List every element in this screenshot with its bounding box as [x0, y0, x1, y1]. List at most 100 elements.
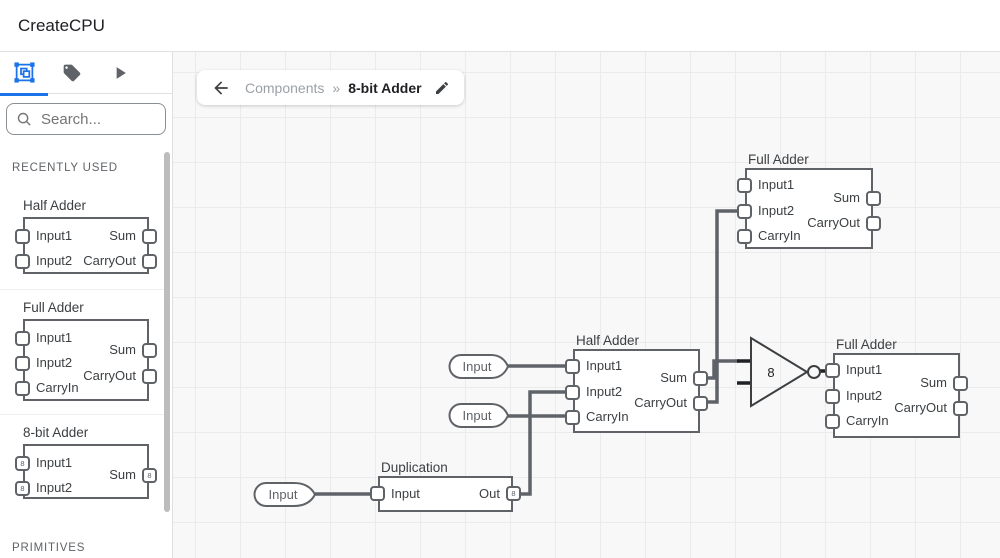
port-sum: 8 — [142, 468, 157, 483]
divider — [0, 414, 164, 415]
input-pills: Input Input Input — [253, 354, 510, 507]
input-pill-3[interactable] — [253, 482, 317, 507]
port-out[interactable]: 8 — [506, 486, 521, 501]
gate-output-bubble[interactable] — [807, 365, 821, 379]
input-pill-3-label: Input — [269, 487, 298, 502]
sidebar: RECENTLY USED Half Adder Input1 Input2 S… — [0, 52, 173, 558]
port-sum[interactable] — [866, 191, 881, 206]
top-bar: CreateCPU — [0, 0, 1000, 52]
port-carryout[interactable] — [953, 401, 968, 416]
wire-carryout-to-fulladder-top — [706, 209, 737, 404]
port-carryout[interactable] — [866, 216, 881, 231]
tab-tags[interactable] — [48, 52, 96, 93]
sidebar-component-half-adder[interactable]: Half Adder Input1 Input2 Sum CarryOut — [15, 198, 157, 274]
port-label: Input1 — [36, 455, 73, 470]
port-label: Input2 — [36, 355, 73, 370]
sidebar-scrollbar[interactable] — [164, 152, 170, 512]
port-label: Sum — [660, 370, 687, 385]
components-icon — [13, 62, 35, 83]
port-label: Sum — [109, 467, 136, 482]
port-carryout[interactable] — [693, 396, 708, 411]
port-input1 — [15, 331, 30, 346]
port-input2 — [15, 356, 30, 371]
port-label: CarryIn — [36, 380, 79, 395]
sidebar-tabs — [0, 52, 172, 96]
port-label: Input1 — [846, 362, 883, 377]
port-label: CarryOut — [83, 368, 136, 383]
port-sum — [142, 343, 157, 358]
port-input[interactable] — [370, 486, 385, 501]
app-title: CreateCPU — [18, 15, 105, 35]
port-label: Input1 — [36, 228, 73, 243]
port-label: Input2 — [846, 388, 883, 403]
node-title: Full Adder — [748, 152, 809, 167]
port-bits: 8 — [20, 483, 25, 493]
port-sum[interactable] — [953, 376, 968, 391]
port-carryin[interactable] — [825, 414, 840, 429]
port-label: Out — [479, 486, 500, 501]
component-title: 8-bit Adder — [23, 425, 89, 440]
port-carryout — [142, 369, 157, 384]
node-half-adder[interactable]: Half Adder Input1 Input2 CarryIn Sum Car… — [565, 333, 708, 433]
port-input2[interactable] — [565, 385, 580, 400]
sidebar-component-full-adder[interactable]: Full Adder Input1 Input2 CarryIn Sum Car… — [15, 300, 157, 401]
port-input1[interactable] — [737, 178, 752, 193]
port-carryin[interactable] — [565, 410, 580, 425]
wires — [315, 209, 739, 496]
port-label: CarryOut — [634, 395, 687, 410]
port-label: CarryIn — [586, 409, 629, 424]
port-label: CarryOut — [807, 215, 860, 230]
circuit-canvas[interactable] — [173, 52, 1000, 558]
port-input1: 8 — [15, 456, 30, 471]
port-input1[interactable] — [825, 363, 840, 378]
gate-node[interactable]: 8 — [750, 336, 821, 408]
play-icon — [116, 66, 126, 79]
port-bits: 8 — [511, 488, 516, 498]
port-label: Sum — [920, 375, 947, 390]
port-input2[interactable] — [825, 389, 840, 404]
breadcrumb-separator: » — [332, 79, 341, 96]
port-label: CarryOut — [83, 253, 136, 268]
wire-layer: Input Input Input 8 — [253, 209, 829, 507]
port-label: Input2 — [36, 480, 73, 495]
port-carryout — [142, 254, 157, 269]
port-label: Input1 — [586, 358, 623, 373]
breadcrumb-parent[interactable]: Components — [245, 79, 325, 96]
port-input2: 8 — [15, 481, 30, 496]
port-sum — [142, 229, 157, 244]
node-full-adder-top[interactable]: Full Adder Input1 Input2 CarryIn Sum Car… — [737, 152, 881, 249]
port-label: Sum — [109, 228, 136, 243]
gate-triangle[interactable] — [750, 336, 809, 408]
wire-duplication-to-input2 — [518, 390, 565, 496]
port-label: CarryIn — [846, 413, 889, 428]
node-title: Full Adder — [836, 337, 897, 352]
port-sum[interactable] — [693, 371, 708, 386]
node-full-adder-right[interactable]: Full Adder Input1 Input2 CarryIn Sum Car… — [825, 337, 968, 438]
component-preview: Input1 Input2 CarryIn Sum CarryOut — [15, 319, 157, 401]
back-button[interactable] — [211, 78, 231, 98]
search-input[interactable] — [39, 109, 153, 129]
port-carryin[interactable] — [737, 229, 752, 244]
port-label: CarryIn — [758, 228, 801, 243]
search-box — [6, 103, 166, 135]
port-input2[interactable] — [737, 204, 752, 219]
input-pill-1[interactable] — [448, 354, 510, 379]
component-title: Half Adder — [23, 198, 87, 213]
sidebar-component-8bit-adder[interactable]: 8-bit Adder 8 8 8 Input1 Input2 Sum — [15, 425, 157, 499]
pencil-icon — [435, 81, 448, 94]
port-label: Input2 — [758, 203, 795, 218]
input-pill-2[interactable] — [448, 403, 510, 428]
node-duplication[interactable]: Duplication 8 Input Out — [370, 460, 521, 512]
port-label: Sum — [109, 342, 136, 357]
primitives-label: PRIMITIVES — [12, 542, 86, 554]
port-input1[interactable] — [565, 359, 580, 374]
search-icon — [17, 112, 31, 126]
tab-components[interactable] — [0, 52, 48, 96]
tab-run[interactable] — [96, 52, 144, 93]
port-input2 — [15, 254, 30, 269]
divider — [0, 289, 164, 290]
edit-name-button[interactable] — [434, 80, 450, 96]
port-input1 — [15, 229, 30, 244]
port-label: CarryOut — [894, 400, 947, 415]
arrow-left-icon — [214, 80, 228, 95]
